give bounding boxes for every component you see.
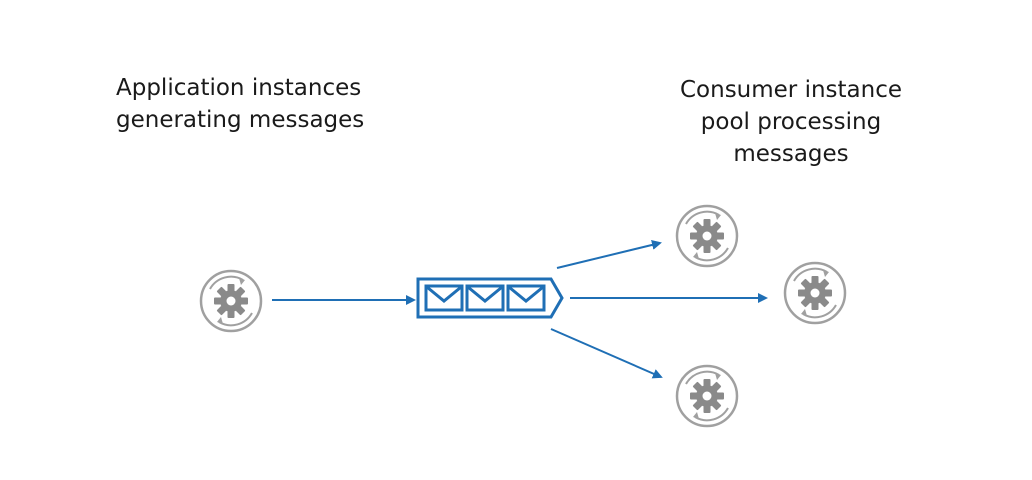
arrow-queue-to-consumer-1 bbox=[556, 240, 662, 269]
producer-label-line-1: Application instances bbox=[116, 75, 362, 101]
producer-label: Application instances generating message… bbox=[116, 72, 364, 136]
producer-instance-gear-icon bbox=[199, 269, 263, 333]
consumer-instance-2-gear-icon bbox=[783, 261, 847, 325]
consumer-label: Consumer instance pool processing messag… bbox=[660, 74, 922, 170]
consumer-label-line-1: Consumer instance bbox=[679, 77, 903, 103]
consumer-label-line-2: pool processing bbox=[700, 109, 882, 135]
queue-envelope-icon-2 bbox=[465, 284, 505, 312]
arrow-queue-to-consumer-3 bbox=[550, 328, 663, 379]
consumer-label-line-3: messages bbox=[733, 141, 849, 167]
queue-envelope-icon-3 bbox=[506, 284, 546, 312]
message-queue bbox=[416, 277, 564, 319]
consumer-instance-3-gear-icon bbox=[675, 364, 739, 428]
queue-envelope-icon-1 bbox=[424, 284, 464, 312]
consumer-instance-1-gear-icon bbox=[675, 204, 739, 268]
producer-label-line-2: generating messages bbox=[116, 107, 365, 133]
